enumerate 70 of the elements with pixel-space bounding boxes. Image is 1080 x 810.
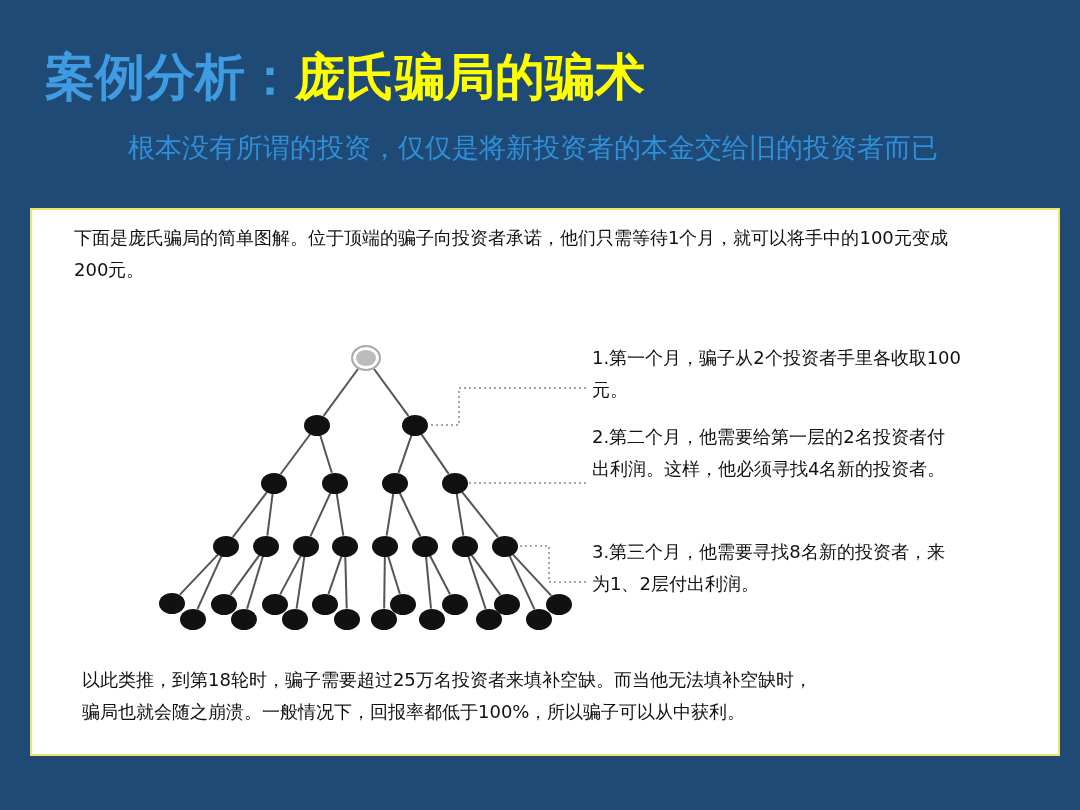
conclusion-paragraph: 以此类推，到第18轮时，骗子需要超过25万名投资者来填补空缺。而当他无法填补空缺时，骗局也就会随之崩溃。一般情况下，回报率都低于100%，所以骗子可以从中获利。 (82, 668, 813, 724)
investor-dot (211, 593, 237, 615)
investor-dot (476, 608, 502, 630)
connector-line (178, 553, 220, 596)
slide-title: 案例分析：庞氏骗局的骗术 (45, 47, 645, 108)
connector-line (420, 433, 450, 475)
investor-dot (293, 535, 319, 557)
connector-line (327, 555, 343, 595)
connector-line (196, 554, 223, 611)
investor-dot (526, 608, 552, 630)
connector-line (279, 433, 312, 475)
investor-dot (494, 593, 520, 615)
investor-dot (390, 593, 416, 615)
connector-line (461, 490, 499, 539)
connector-line (511, 553, 553, 597)
leader-line (517, 545, 587, 583)
investor-dot (334, 608, 360, 630)
connector-line (383, 555, 386, 610)
connector-line (295, 555, 306, 610)
investor-dot (546, 593, 572, 615)
investor-dot (371, 608, 397, 630)
connector-line (246, 555, 264, 610)
connector-line (470, 554, 502, 596)
investor-dot (442, 472, 468, 494)
investor-dot (452, 535, 478, 557)
investor-dot (402, 414, 428, 436)
connector-line (373, 368, 410, 417)
connector-line (279, 554, 302, 596)
connector-line (425, 555, 432, 610)
investor-dot (412, 535, 438, 557)
connector-line (387, 555, 401, 595)
subtitle: 根本没有所谓的投资，仅仅是将新投资者的本金交给旧的投资者而已 (128, 131, 939, 165)
ringed-circle (351, 345, 381, 371)
investor-dot (372, 535, 398, 557)
connector-line (455, 492, 465, 537)
step-note: 2.第二个月，他需要给第一层的2名投资者付出利润。这样，他必须寻找4名新的投资者。 (592, 421, 962, 485)
step-note: 1.第一个月，骗子从2个投资者手里各收取100元。 (592, 342, 962, 406)
connector-line (467, 555, 487, 610)
intro-paragraph: 下面是庞氏骗局的简单图解。位于顶端的骗子向投资者承诺，他们只需等待1个月，就可以将手中的100元变成200元。 (74, 226, 949, 282)
step-note: 3.第三个月，他需要寻找8名新的投资者，来为1、2层付出利润。 (592, 536, 962, 600)
investor-dot (382, 472, 408, 494)
connector-line (319, 434, 333, 474)
investor-dot (262, 593, 288, 615)
investor-dot (213, 535, 239, 557)
connector-line (231, 490, 269, 539)
connector-line (398, 491, 422, 538)
leader-line (467, 482, 587, 484)
investor-dot (282, 608, 308, 630)
investor-dot (261, 472, 287, 494)
connector-line (429, 554, 451, 596)
investor-dot (304, 414, 330, 436)
connector-line (322, 368, 359, 417)
connector-line (229, 554, 261, 596)
investor-dot (231, 608, 257, 630)
connector-line (266, 492, 274, 537)
investor-dot (180, 608, 206, 630)
investor-dot (332, 535, 358, 557)
connector-line (397, 434, 413, 474)
connector-line (385, 492, 395, 537)
investor-dot (322, 472, 348, 494)
investor-dot (312, 593, 338, 615)
investor-dot (253, 535, 279, 557)
investor-dot (442, 593, 468, 615)
investor-dot (159, 592, 185, 614)
investor-dot (419, 608, 445, 630)
connector-line (344, 555, 348, 610)
connector-line (335, 492, 345, 537)
connector-line (309, 491, 332, 538)
investor-dot (492, 535, 518, 557)
connector-line (508, 554, 536, 611)
